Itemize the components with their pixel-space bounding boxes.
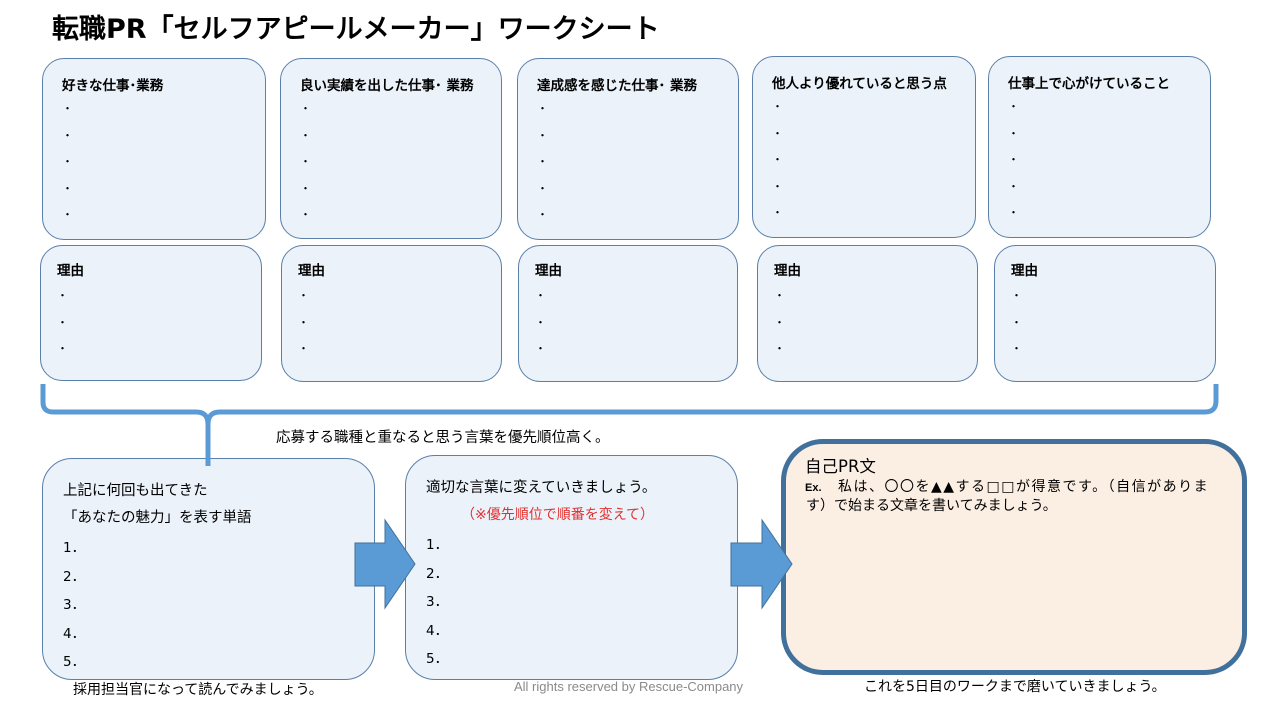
box-label: 他人より優れていると思う点 (772, 76, 947, 92)
charm-box-line1: 上記に何回も出てきた (63, 483, 208, 499)
list-item: 2． (426, 565, 449, 582)
bullet-list: ・ ・ ・ (774, 283, 785, 363)
bullet-item: ・ (774, 289, 785, 302)
bullet-item: ・ (537, 208, 548, 221)
box-label: 理由 (535, 263, 562, 279)
bullet-item: ・ (537, 102, 548, 115)
bullet-list: ・ ・ ・ (57, 283, 68, 363)
box-label: 仕事上で心がけていること (1008, 76, 1170, 92)
bullet-item: ・ (537, 155, 548, 168)
favorite-work-box: 好きな仕事･業務 ・ ・ ・ ・ ・ (42, 58, 266, 240)
list-item: 1． (63, 540, 86, 556)
bullet-item: ・ (1008, 206, 1019, 219)
bullet-item: ・ (62, 181, 73, 195)
bullet-item: ・ (300, 155, 311, 168)
copyright-text: All rights reserved by Rescue-Company (514, 679, 744, 694)
footer-right-note: これを5日目のワークまで磨いていきましょう。 (864, 679, 1166, 695)
example-text-line2: す）で始まる文章を書いてみましょう。 (806, 498, 1057, 514)
reason-box-5: 理由 ・ ・ ・ (994, 245, 1216, 382)
charm-words-box: 上記に何回も出てきた 「あなたの魅力」を表す単語 1． 2． 3． 4． 5． (42, 458, 375, 680)
bullet-list: ・ ・ ・ ・ ・ (537, 96, 548, 229)
reason-box-2: 理由 ・ ・ ・ (281, 245, 502, 382)
bullet-item: ・ (535, 342, 546, 355)
bullet-list: ・ ・ ・ (298, 283, 309, 363)
bullet-list: ・ ・ ・ ・ ・ (1008, 94, 1019, 227)
bullet-item: ・ (298, 289, 309, 302)
rephrase-box-line1: 適切な言葉に変えていきましょう。 (426, 480, 657, 496)
box-label: 良い実績を出した仕事･ 業務 (300, 78, 474, 94)
bullet-item: ・ (300, 181, 311, 195)
reason-box-4: 理由 ・ ・ ・ (757, 245, 978, 382)
bullet-item: ・ (772, 206, 783, 219)
worksheet-title: 転職PR「セルフアピールメーカー」ワークシート (52, 14, 660, 45)
bullet-list: ・ ・ ・ ・ ・ (300, 96, 311, 229)
numbered-list: 1． 2． 3． 4． 5． (63, 534, 85, 677)
work-mindset-box: 仕事上で心がけていること ・ ・ ・ ・ ・ (988, 56, 1211, 238)
list-item: 5． (426, 651, 449, 667)
bullet-item: ・ (1011, 315, 1022, 329)
box-label: 好きな仕事･業務 (62, 78, 164, 94)
bullet-list: ・ ・ ・ ・ ・ (772, 94, 783, 227)
box-label: 理由 (298, 263, 325, 279)
bullet-item: ・ (1008, 153, 1019, 166)
bullet-item: ・ (537, 128, 548, 142)
numbered-list: 1． 2． 3． 4． 5． (426, 531, 448, 674)
charm-box-line2: 「あなたの魅力」を表す単語 (63, 510, 252, 526)
list-item: 3． (426, 594, 449, 610)
self-pr-box: 自己PR文 Ex. 私は、〇〇を▲▲する□□が得意です。（自信がありま す）で始… (781, 439, 1247, 675)
box-label: 理由 (774, 263, 801, 279)
bullet-item: ・ (774, 315, 785, 329)
bullet-item: ・ (62, 155, 73, 168)
rephrase-words-box: 適切な言葉に変えていきましょう。 （※優先順位で順番を変えて） 1． 2． 3．… (405, 455, 738, 680)
bullet-item: ・ (300, 208, 311, 221)
list-item: 4． (63, 625, 86, 642)
footer-left-note: 採用担当官になって読んでみましょう。 (73, 682, 323, 698)
bullet-item: ・ (537, 181, 548, 195)
strengths-over-others-box: 他人より優れていると思う点 ・ ・ ・ ・ ・ (752, 56, 976, 238)
bullet-list: ・ ・ ・ ・ ・ (62, 96, 73, 229)
bullet-item: ・ (535, 289, 546, 302)
bullet-list: ・ ・ ・ (1011, 283, 1022, 363)
bullet-item: ・ (300, 102, 311, 115)
bullet-item: ・ (62, 208, 73, 221)
bullet-item: ・ (535, 315, 546, 329)
list-item: 4． (426, 622, 449, 639)
bullet-item: ・ (298, 315, 309, 329)
priority-note: （※優先順位で順番を変えて） (461, 507, 655, 523)
bullet-item: ・ (772, 153, 783, 166)
bullet-item: ・ (62, 128, 73, 142)
bullet-item: ・ (1008, 100, 1019, 113)
fulfilling-work-box: 達成感を感じた仕事･ 業務 ・ ・ ・ ・ ・ (517, 58, 739, 240)
bullet-item: ・ (298, 342, 309, 355)
list-item: 1． (426, 537, 449, 553)
list-item: 3． (63, 597, 86, 613)
bullet-item: ・ (57, 315, 68, 329)
box-label: 達成感を感じた仕事･ 業務 (537, 78, 697, 94)
bullet-item: ・ (57, 342, 68, 355)
list-item: 5． (63, 654, 86, 670)
bullet-item: ・ (300, 128, 311, 142)
bullet-list: ・ ・ ・ (535, 283, 546, 363)
reason-box-3: 理由 ・ ・ ・ (518, 245, 738, 382)
bullet-item: ・ (62, 102, 73, 115)
bullet-item: ・ (772, 179, 783, 193)
example-label: Ex. (805, 482, 822, 494)
self-pr-title: 自己PR文 (805, 457, 876, 476)
bullet-item: ・ (772, 100, 783, 113)
bullet-item: ・ (57, 289, 68, 302)
bullet-item: ・ (1011, 342, 1022, 355)
box-label: 理由 (57, 263, 84, 279)
bullet-item: ・ (1008, 126, 1019, 140)
example-text-line1: 私は、〇〇を▲▲する□□が得意です。（自信がありま (838, 479, 1210, 495)
brace-caption: 応募する職種と重なると思う言葉を優先順位高く。 (276, 430, 610, 446)
bullet-item: ・ (774, 342, 785, 355)
box-label: 理由 (1011, 263, 1038, 279)
bullet-item: ・ (1011, 289, 1022, 302)
achievement-work-box: 良い実績を出した仕事･ 業務 ・ ・ ・ ・ ・ (280, 58, 502, 239)
reason-box-1: 理由 ・ ・ ・ (40, 245, 262, 381)
list-item: 2． (63, 568, 86, 585)
bullet-item: ・ (1008, 179, 1019, 193)
bullet-item: ・ (772, 126, 783, 140)
